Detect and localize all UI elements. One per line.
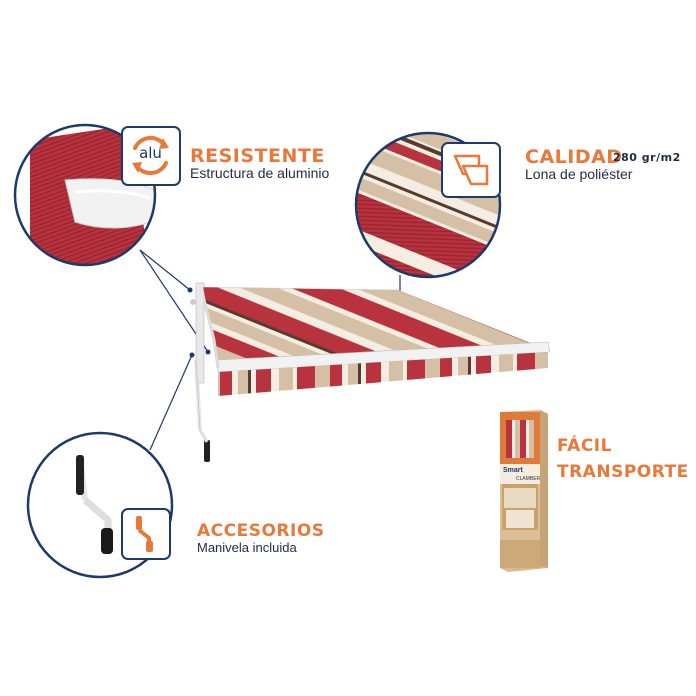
alu-recycle-icon: alu	[121, 126, 181, 186]
fabric-layers-icon	[441, 142, 501, 198]
resistente-title: RESISTENTE	[190, 145, 325, 167]
package-model-label: CLAMBER	[516, 476, 541, 482]
accesorios-subtitle: Manivela incluida	[197, 540, 297, 555]
transporte-title-line2: TRANSPORTE	[557, 462, 689, 482]
calidad-title: CALIDAD	[525, 146, 623, 168]
alu-arrows-icon	[132, 135, 169, 176]
crank-handle-icon	[121, 508, 171, 560]
crank-shape-icon	[136, 516, 153, 552]
awning-illustration	[190, 282, 551, 462]
fabric-sheets-icon	[453, 154, 489, 186]
transporte-title-line1: FÁCIL	[557, 436, 612, 456]
package-box-illustration	[500, 410, 548, 572]
accesorios-title: ACCESORIOS	[197, 521, 325, 541]
calidad-weight: 280 gr/m2	[613, 151, 681, 164]
calidad-subtitle: Lona de poliéster	[525, 166, 633, 182]
resistente-detail-circle	[13, 123, 157, 267]
resistente-subtitle: Estructura de aluminio	[190, 165, 330, 181]
package-brand: Smart	[503, 467, 523, 474]
alu-icon-text: alu	[139, 144, 162, 162]
